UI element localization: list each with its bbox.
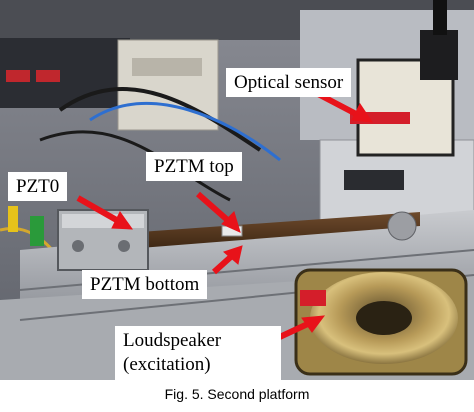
pztm-bottom-label-text: PZTM bottom (90, 274, 200, 295)
pzt0-label: PZT0 (8, 172, 68, 201)
platform-photo: Optical sensor PZTM top PZT0 PZTM bottom… (0, 0, 474, 380)
terminal-green (30, 216, 44, 246)
pztm-bottom-label: PZTM bottom (82, 270, 208, 299)
loudspeaker-label-line1: Loudspeaker (123, 330, 222, 351)
pzt0-label-text: PZT0 (16, 176, 60, 197)
loudspeaker-label-line2: (excitation) (123, 354, 211, 375)
speaker-terminal-red (300, 290, 326, 306)
photo-illustration (0, 0, 474, 380)
support-knob (387, 211, 417, 241)
beam (140, 212, 420, 248)
pztm-top-label: PZTM top (146, 152, 242, 181)
optical-sensor-cable-housing (420, 30, 458, 80)
loudspeaker-label: Loudspeaker (excitation) (115, 326, 281, 380)
figure-caption: Fig. 5. Second platform (164, 386, 310, 402)
instrument-display-red (6, 70, 30, 82)
generator-display (344, 170, 404, 190)
arrow-optical-sensor (316, 91, 362, 119)
arrow-pzt0 (76, 195, 122, 225)
power-supply-box (117, 39, 219, 131)
pztm-top-label-text: PZTM top (154, 156, 234, 177)
power-supply-panel (132, 58, 202, 76)
optical-sensor-label-text: Optical sensor (234, 72, 344, 93)
optical-sensor-label: Optical sensor (226, 68, 352, 97)
terminal-yellow (8, 206, 18, 232)
instrument-display-red-2 (36, 70, 60, 82)
